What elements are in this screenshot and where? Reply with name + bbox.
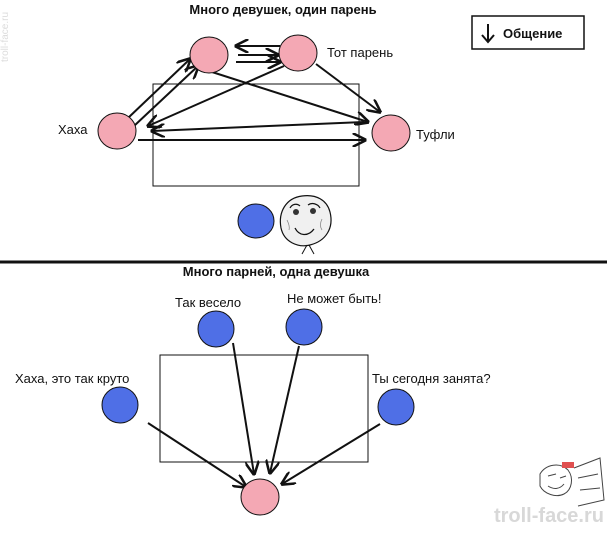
arrow-haha-to-girl: [147, 422, 246, 487]
label-busy-today: Ты сегодня занята?: [372, 371, 491, 386]
arrow-haha-to-topgirl-1: [127, 59, 190, 119]
troll-sketch-icon: [539, 457, 605, 507]
lonely-guy: [237, 203, 275, 239]
forever-alone-face-icon: [279, 195, 332, 255]
legend: Общение: [471, 15, 585, 50]
label-haha: Хаха: [58, 122, 88, 137]
lone-girl: [240, 478, 280, 516]
arrow-busy-to-girl: [282, 423, 381, 484]
girl-shoes: [371, 114, 411, 152]
bottom-table: [159, 354, 369, 463]
side-watermark: troll-face.ru: [0, 12, 11, 62]
top-table: [152, 83, 360, 187]
top-panel-title: Много девушек, один парень: [189, 2, 376, 17]
arrow-thatguy-to-haha: [148, 65, 285, 126]
guy-busy-today: [377, 388, 415, 426]
label-so-fun: Так весело: [175, 295, 241, 310]
arrow-thatguy-to-shoes: [315, 63, 380, 112]
girl-top-left: [189, 36, 229, 74]
arrow-topgirl-to-shoes: [211, 71, 368, 122]
legend-label: Общение: [503, 26, 562, 41]
guy-so-fun: [197, 310, 235, 348]
top-arrows: [127, 46, 380, 140]
bottom-panel-title: Много парней, одна девушка: [183, 264, 370, 279]
guy-haha-cool: [101, 386, 139, 424]
legend-box: [471, 15, 585, 50]
guy-cant-be: [285, 308, 323, 346]
corner-watermark: troll-face.ru: [494, 505, 604, 527]
label-that-guy: Тот парень: [327, 45, 393, 60]
arrow-sofun-to-girl: [232, 342, 254, 474]
bottom-arrows: [147, 342, 381, 487]
girl-haha: [97, 112, 137, 150]
girl-that-guy-target: [278, 34, 318, 72]
label-shoes: Туфли: [416, 127, 455, 142]
arrow-shoes-to-haha: [152, 121, 365, 131]
down-arrow-icon: [481, 24, 495, 44]
arrow-cantbe-to-girl: [270, 345, 300, 473]
label-cant-be: Не может быть!: [287, 291, 381, 306]
label-haha-cool: Хаха, это так круто: [15, 371, 129, 386]
